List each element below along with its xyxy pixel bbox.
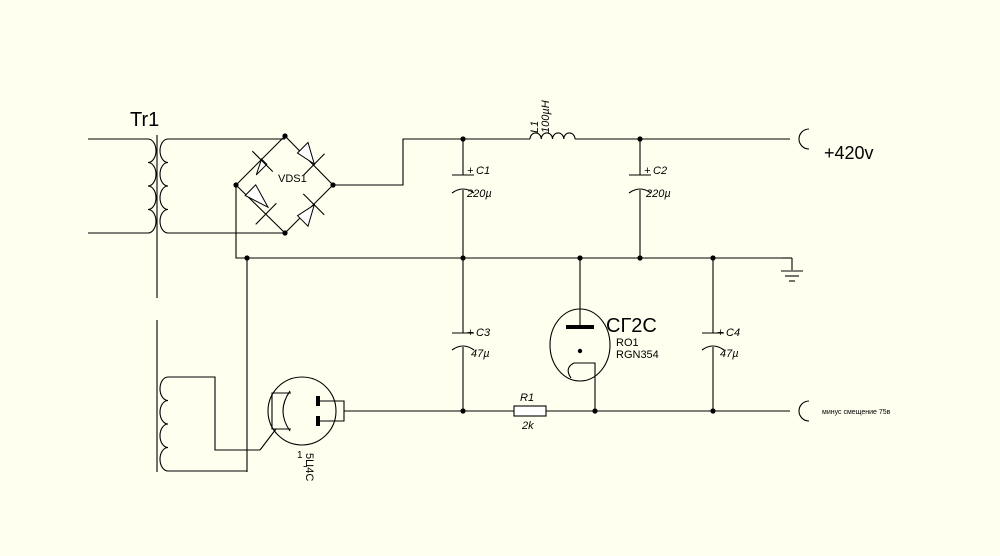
- output-negative-label: минус смещение 75в: [822, 409, 891, 416]
- capacitor-c3-ref: C3: [476, 327, 491, 339]
- capacitor-c3-value: 47µ: [471, 348, 490, 360]
- capacitor-c2-value: 220µ: [645, 188, 671, 200]
- capacitor-c3-pol: +: [467, 327, 474, 339]
- regulator-tube-type: СГ2С: [606, 315, 657, 337]
- bridge-label: VDS1: [278, 173, 307, 185]
- capacitor-c2: + C2 220µ: [628, 165, 671, 200]
- diode-top-left: [235, 135, 286, 186]
- output-positive-label: +420v: [824, 143, 874, 163]
- output-positive-terminal: +420v: [798, 128, 874, 163]
- inductor: L1 100µH: [529, 100, 576, 140]
- ground-symbol: [781, 270, 803, 282]
- rectifier-tube-type: 5Ц4С: [303, 453, 315, 481]
- inductor-value: 100µH: [540, 100, 552, 133]
- capacitor-c4-ref: C4: [726, 327, 740, 339]
- diode-bottom-right: [284, 184, 334, 234]
- capacitor-c2-pol: +: [644, 165, 651, 177]
- wiring: [168, 136, 793, 472]
- capacitor-c1-ref: C1: [476, 165, 490, 177]
- regulator-tube: СГ2С RO1 RGN354: [549, 308, 659, 382]
- regulator-tube-part: RGN354: [616, 349, 659, 361]
- capacitor-c4: + C4 47µ: [701, 327, 740, 360]
- capacitor-c1-pol: +: [467, 165, 474, 177]
- transformer: Tr1: [88, 109, 169, 472]
- inductor-ref: L1: [529, 121, 541, 133]
- resistor-ref: R1: [520, 392, 534, 404]
- transformer-label: Tr1: [130, 109, 159, 131]
- secondary-winding-bias: [159, 376, 169, 472]
- rectifier-tube: 1 5Ц4С: [259, 376, 345, 481]
- capacitor-c2-ref: C2: [653, 165, 667, 177]
- primary-winding: [147, 138, 157, 234]
- rectifier-tube-pin: 1: [297, 450, 303, 461]
- secondary-winding-hv: [159, 138, 169, 234]
- capacitor-c3: + C3 47µ: [451, 327, 491, 360]
- resistor-value: 2k: [521, 420, 534, 432]
- regulator-tube-ref: RO1: [616, 337, 639, 349]
- diode-bridge: VDS1: [233, 133, 336, 236]
- diode-bottom-left: [235, 183, 286, 234]
- capacitor-c4-value: 47µ: [720, 348, 739, 360]
- capacitor-c1-value: 220µ: [466, 188, 492, 200]
- output-negative-terminal: минус смещение 75в: [798, 400, 891, 422]
- resistor-r1: R1 2k: [513, 392, 547, 432]
- capacitor-c1: + C1 220µ: [451, 165, 492, 200]
- capacitor-c4-pol: +: [717, 327, 724, 339]
- diode-top-right: [284, 135, 334, 186]
